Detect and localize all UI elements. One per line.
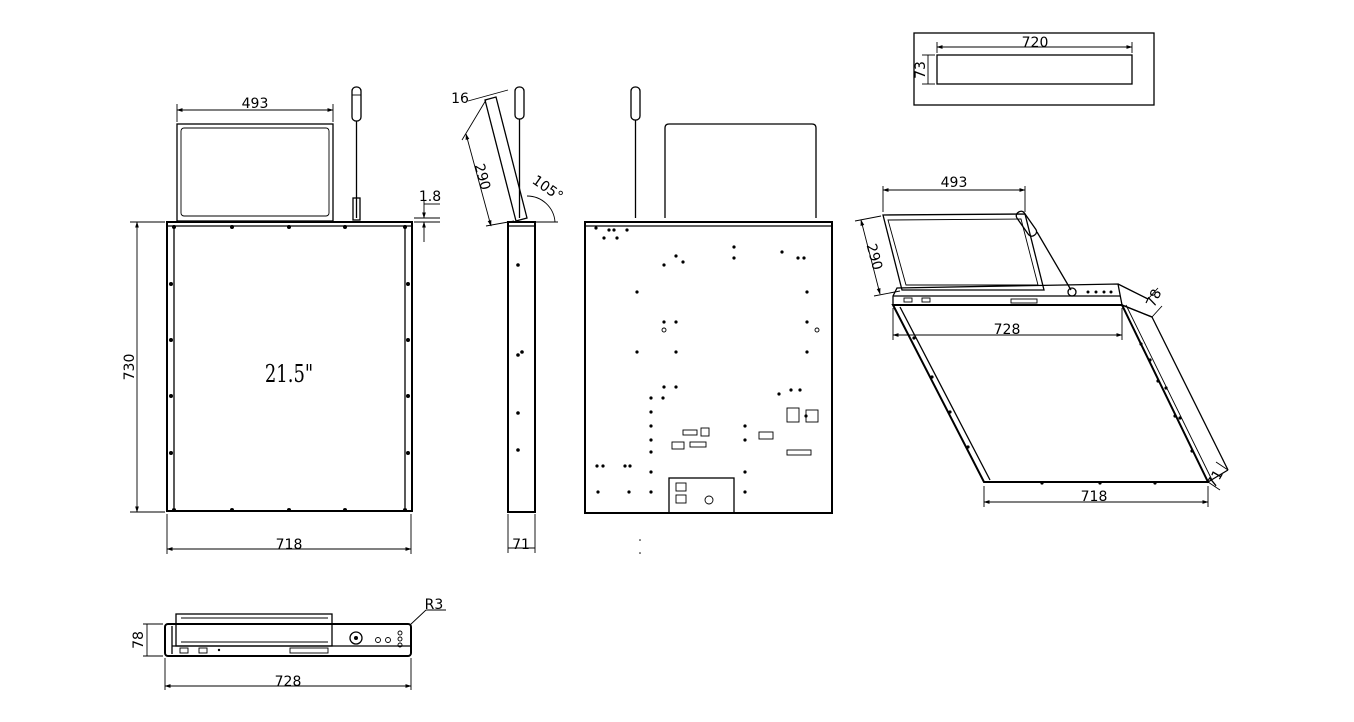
side-view: 105° 16 290 71: [451, 86, 566, 553]
bottom-width-label: 728: [275, 674, 302, 690]
iso-body: [891, 304, 1210, 483]
back-view: [584, 86, 833, 554]
back-microphone-icon: [630, 86, 641, 218]
side-screen-height-label: 290: [471, 162, 493, 192]
inset-body: [936, 54, 1133, 85]
iso-screen-width-label: 493: [941, 175, 968, 191]
iso-view: 493 290 728 78 718 71: [854, 175, 1229, 507]
back-body: [584, 221, 833, 514]
bottom-height-label: 78: [131, 631, 147, 649]
front-width-label: 718: [276, 537, 303, 553]
side-thickness-label: 16: [451, 91, 469, 107]
side-screen: [484, 96, 528, 222]
inset-frame: [913, 32, 1155, 106]
bottom-view: R3 78 728: [131, 597, 446, 690]
iso-base-height-label: 71: [1204, 467, 1227, 490]
side-angle-label: 105°: [529, 172, 566, 204]
bottom-screen: [175, 613, 333, 647]
iso-panel-width-label: 728: [994, 322, 1021, 338]
iso-panel-height-label: 78: [1143, 287, 1165, 310]
back-connector-panel: [668, 477, 735, 514]
side-body: [507, 221, 536, 513]
back-screen: [664, 123, 817, 218]
bottom-radius-label: R3: [425, 597, 444, 613]
inset-height-label: 73: [913, 61, 929, 79]
front-screen-outer: [176, 123, 334, 222]
iso-screen-height-label: 290: [863, 242, 885, 272]
front-height-label: 730: [122, 354, 138, 381]
iso-screen: [882, 213, 1045, 291]
side-depth-label: 71: [512, 537, 530, 553]
top-inset: 720 73: [913, 32, 1155, 106]
iso-base-width-label: 718: [1081, 489, 1108, 505]
side-microphone-icon: [514, 86, 525, 218]
inset-width-label: 720: [1022, 35, 1049, 51]
front-screen-width-label: 493: [242, 96, 269, 112]
angle-arc: [526, 195, 556, 223]
front-protrusion-label: 1.8: [419, 189, 441, 205]
front-view: 21.5" 493 730 718 1.8: [122, 86, 441, 554]
bottom-body: [164, 623, 412, 657]
iso-top-panel: [892, 283, 1123, 306]
microphone-icon: [351, 86, 362, 221]
iso-microphone-icon: [1015, 210, 1077, 297]
front-screen-inner: [180, 127, 330, 217]
screen-size-label: 21.5": [265, 361, 313, 389]
